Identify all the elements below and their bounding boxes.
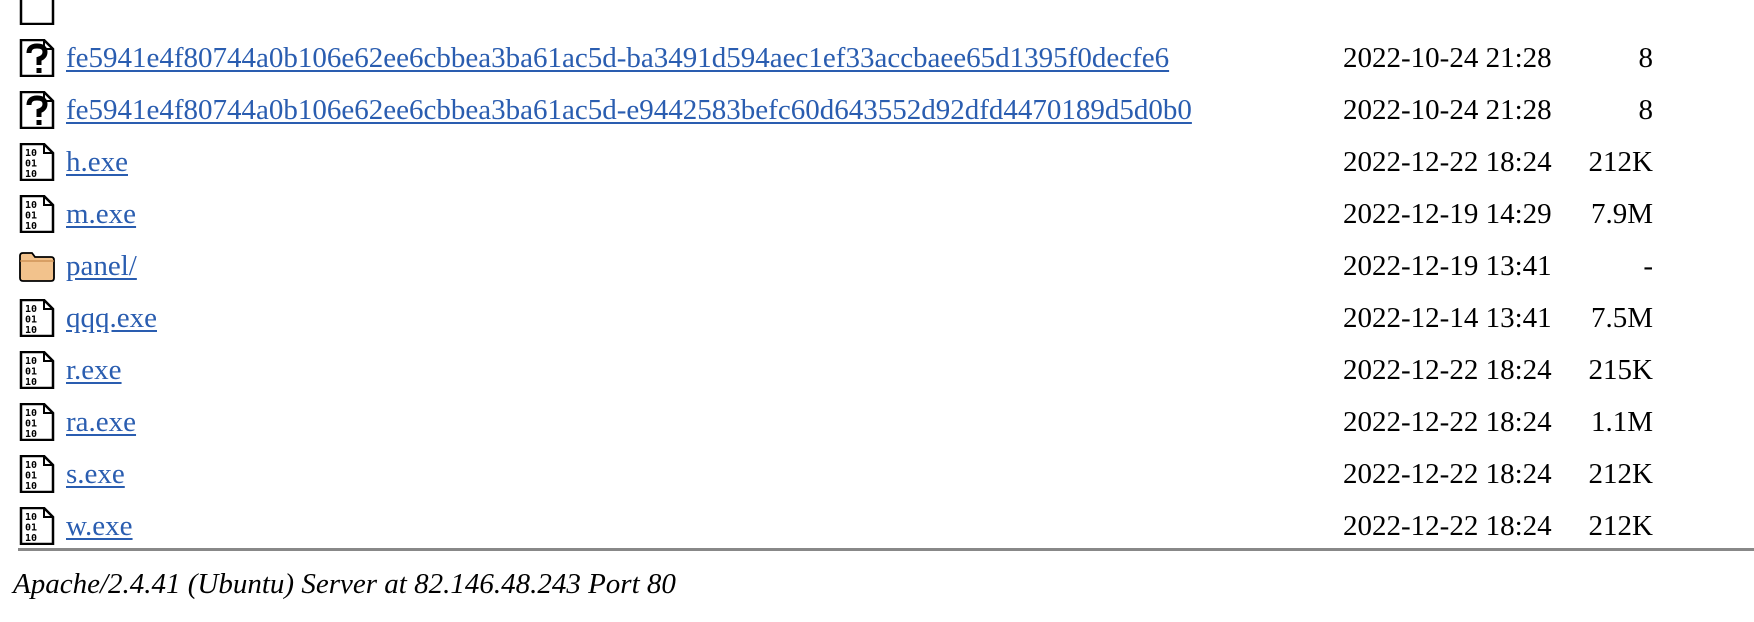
svg-text:10: 10	[25, 429, 37, 440]
file-link[interactable]: m.exe	[66, 198, 137, 230]
svg-text:01: 01	[25, 419, 37, 430]
svg-text:10: 10	[25, 325, 37, 336]
svg-text:10: 10	[25, 221, 37, 232]
last-modified: 2022-10-24 21:28	[1343, 42, 1552, 74]
svg-text:10: 10	[25, 460, 37, 471]
file-size: 212K	[1588, 458, 1653, 490]
file-link[interactable]: panel/	[66, 250, 137, 282]
svg-text:10: 10	[25, 200, 37, 211]
svg-text:01: 01	[25, 211, 37, 222]
svg-text:10: 10	[25, 408, 37, 419]
file-size: 1.1M	[1590, 406, 1653, 438]
svg-text:01: 01	[25, 523, 37, 534]
file-size: 8	[1638, 42, 1654, 74]
horizontal-rule	[18, 548, 1754, 551]
last-modified: 2022-12-22 18:24	[1343, 406, 1552, 438]
file-link[interactable]: w.exe	[66, 510, 133, 542]
listing-row: panel/ 2022-12-19 13:41 -	[18, 240, 1738, 292]
last-modified: 2022-10-24 21:28	[1343, 94, 1552, 126]
file-link[interactable]: s.exe	[66, 458, 125, 490]
file-link[interactable]: r.exe	[66, 354, 122, 386]
svg-text:10: 10	[25, 356, 37, 367]
file-link[interactable]: fe5941e4f80744a0b106e62ee6cbbea3ba61ac5d…	[66, 94, 1192, 126]
svg-text:10: 10	[25, 533, 37, 544]
last-modified: 2022-12-19 13:41	[1343, 250, 1552, 282]
file-size: 8	[1638, 94, 1654, 126]
file-size: 215K	[1588, 354, 1653, 386]
file-size: 212K	[1588, 146, 1653, 178]
last-modified: 2022-12-22 18:24	[1343, 354, 1552, 386]
file-size: 7.5M	[1590, 302, 1653, 334]
listing-row	[18, 0, 1738, 32]
generic-file-icon[interactable]	[18, 0, 56, 25]
file-link[interactable]: h.exe	[66, 146, 128, 178]
unknown-file-icon[interactable]	[18, 91, 56, 129]
file-size: -	[1643, 250, 1653, 282]
last-modified: 2022-12-14 13:41	[1343, 302, 1552, 334]
last-modified: 2022-12-22 18:24	[1343, 458, 1552, 490]
svg-text:10: 10	[25, 169, 37, 180]
server-signature: Apache/2.4.41 (Ubuntu) Server at 82.146.…	[13, 568, 676, 600]
directory-listing: fe5941e4f80744a0b106e62ee6cbbea3ba61ac5d…	[18, 0, 1738, 552]
folder-icon[interactable]	[18, 247, 56, 285]
listing-row: fe5941e4f80744a0b106e62ee6cbbea3ba61ac5d…	[18, 32, 1738, 84]
unknown-file-icon[interactable]	[18, 39, 56, 77]
last-modified: 2022-12-19 14:29	[1343, 198, 1552, 230]
file-link[interactable]: qqq.exe	[66, 302, 157, 334]
file-size: 212K	[1588, 510, 1653, 542]
svg-text:01: 01	[25, 315, 37, 326]
last-modified: 2022-12-22 18:24	[1343, 146, 1552, 178]
svg-text:01: 01	[25, 159, 37, 170]
svg-text:01: 01	[25, 367, 37, 378]
listing-row: fe5941e4f80744a0b106e62ee6cbbea3ba61ac5d…	[18, 84, 1738, 136]
svg-text:10: 10	[25, 148, 37, 159]
svg-text:10: 10	[25, 377, 37, 388]
file-size: 7.9M	[1590, 198, 1653, 230]
svg-text:10: 10	[25, 512, 37, 523]
svg-text:01: 01	[25, 471, 37, 482]
file-link[interactable]: fe5941e4f80744a0b106e62ee6cbbea3ba61ac5d…	[66, 42, 1170, 74]
svg-text:10: 10	[25, 481, 37, 492]
svg-text:10: 10	[25, 304, 37, 315]
last-modified: 2022-12-22 18:24	[1343, 510, 1552, 542]
file-link[interactable]: ra.exe	[66, 406, 137, 438]
